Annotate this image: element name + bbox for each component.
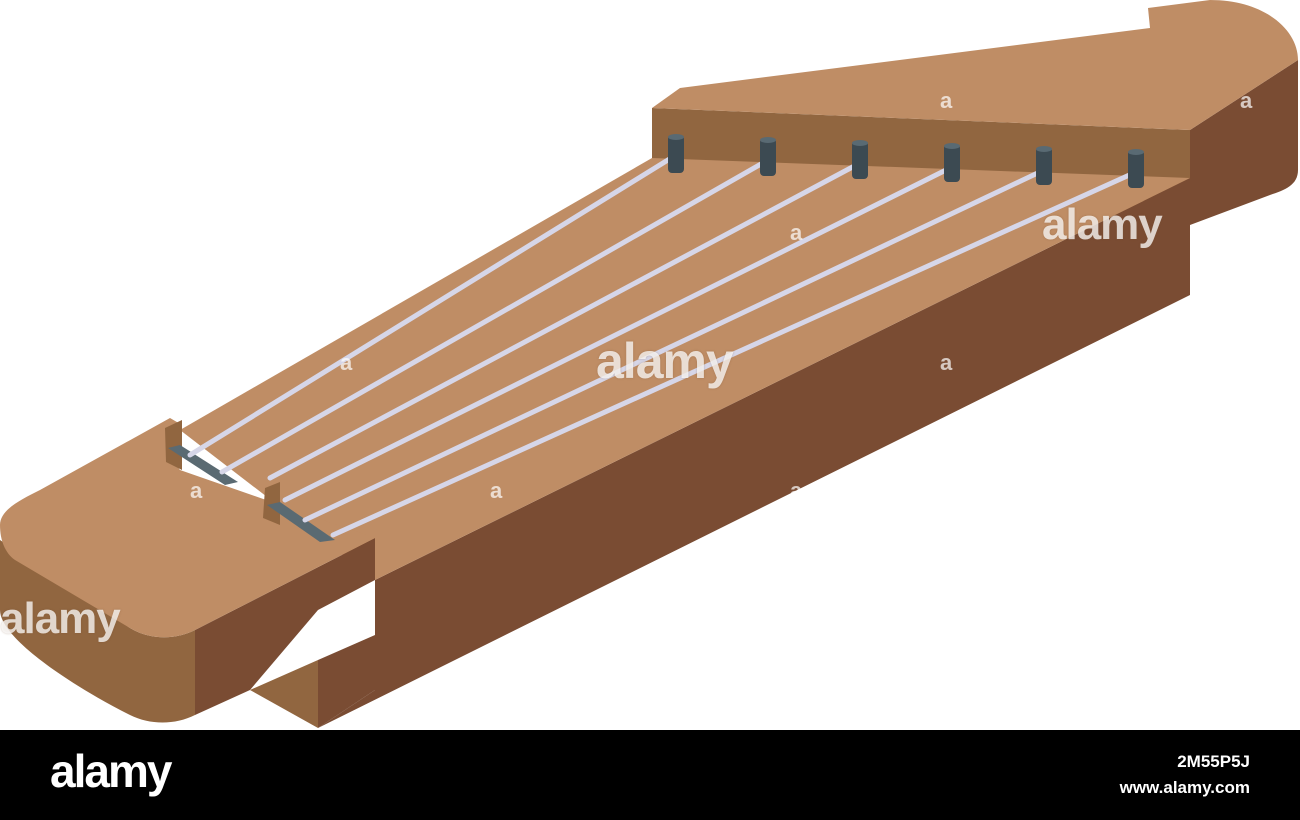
watermark-a: a (490, 478, 503, 503)
string-4 (282, 164, 955, 503)
string-1 (187, 152, 679, 458)
bridge-front (263, 482, 280, 525)
watermark-a: a (790, 478, 803, 503)
watermark-a: a (940, 88, 953, 113)
headstock-side (1190, 60, 1298, 225)
site-url: www.alamy.com (1119, 778, 1250, 797)
strings (187, 152, 1139, 538)
peg-2 (760, 138, 776, 176)
peg-6 (1128, 150, 1144, 188)
watermark-a: a (340, 350, 353, 375)
watermark-a: a (940, 350, 953, 375)
tail-side (195, 538, 375, 715)
watermark-right: alamy (1042, 200, 1163, 249)
watermark-a: a (190, 478, 203, 503)
bridge-metal-back (168, 445, 238, 485)
body-side (318, 178, 1190, 728)
zither-icon (0, 0, 1298, 728)
body-lower (318, 635, 375, 728)
peg-5 (1036, 147, 1052, 185)
image-id: 2M55P5J (1177, 752, 1250, 771)
tail-top (0, 418, 375, 638)
footer-bar: alamy 2M55P5J www.alamy.com (0, 730, 1300, 820)
tuning-pegs (668, 135, 1144, 188)
bridge-metal-front (267, 502, 335, 542)
brand-logo: alamy (50, 745, 172, 797)
body-notch (250, 660, 318, 728)
watermark-left: alamy (0, 594, 121, 643)
peg-4 (944, 144, 960, 182)
tail-front (0, 540, 195, 723)
string-6 (330, 169, 1139, 538)
watermark-a: a (340, 608, 353, 633)
bridge-back (165, 420, 182, 470)
watermark-center: alamy (596, 333, 734, 389)
watermark-a: a (1240, 88, 1253, 113)
string-2 (219, 157, 771, 475)
peg-3 (852, 141, 868, 179)
watermark-a: a (790, 220, 803, 245)
peg-1 (668, 135, 684, 173)
string-3 (267, 160, 863, 481)
headstock-top (652, 0, 1298, 130)
string-5 (302, 167, 1047, 523)
